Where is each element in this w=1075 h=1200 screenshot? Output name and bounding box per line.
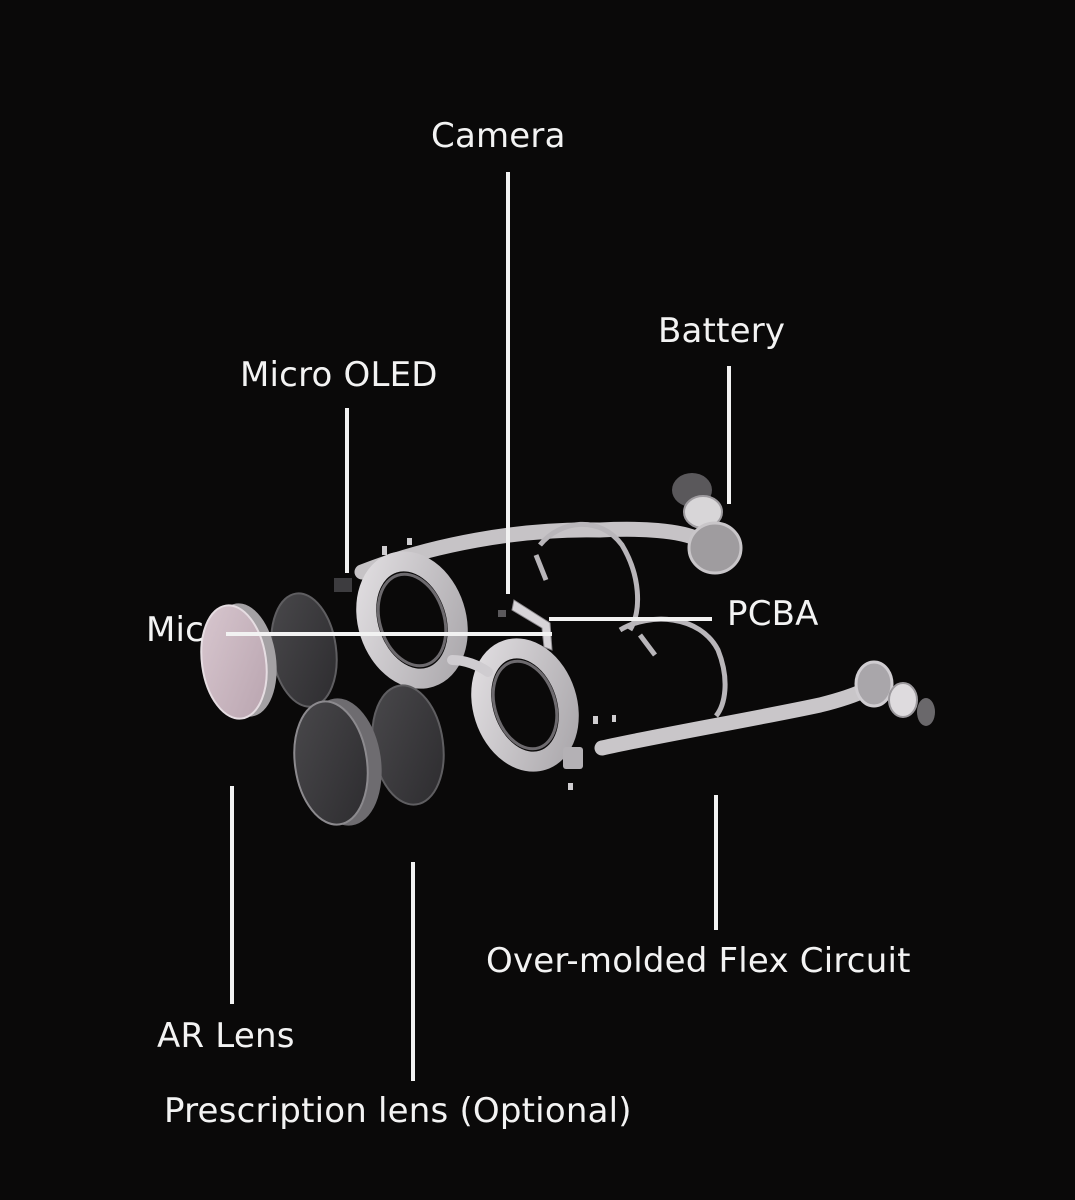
far-temple-arm xyxy=(354,473,743,580)
pcba-leader-line xyxy=(549,617,712,621)
near-temple-arm xyxy=(594,660,935,756)
pcba-board xyxy=(511,599,553,651)
flex-circuit-label: Over-molded Flex Circuit xyxy=(486,941,911,981)
pcba-label: PCBA xyxy=(727,594,819,634)
camera-label: Camera xyxy=(431,116,566,156)
prescription-lens-leader-line xyxy=(411,862,415,1081)
micro-oled-leader-line xyxy=(345,408,349,573)
small-components xyxy=(334,538,616,790)
camera-module xyxy=(498,610,506,617)
battery-leader-line xyxy=(727,366,731,504)
ar-lens-label: AR Lens xyxy=(157,1016,295,1056)
prescription-lens-label: Prescription lens (Optional) xyxy=(164,1091,632,1131)
prescription-lenses xyxy=(270,592,445,806)
mic-label: Mic xyxy=(146,610,205,650)
ar-lenses xyxy=(200,603,382,826)
mic-leader-line xyxy=(226,632,552,636)
battery-housing xyxy=(687,521,743,575)
battery-label: Battery xyxy=(658,311,786,351)
camera-leader-line xyxy=(506,172,510,594)
flex-circuit-leader-line xyxy=(714,795,718,930)
ar-lens-leader-line xyxy=(230,786,234,1004)
micro-oled-label: Micro OLED xyxy=(240,355,438,395)
micro-oled-chip xyxy=(334,578,352,592)
